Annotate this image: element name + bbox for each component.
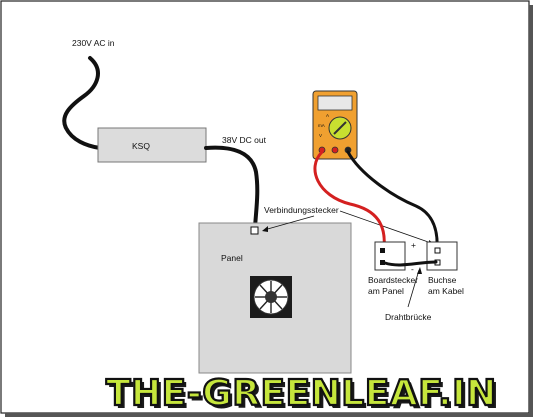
red-probe-wire	[313, 150, 386, 250]
watermark-logo: THE-GREENLEAF.IN	[106, 373, 497, 414]
dc-output-cable	[204, 145, 260, 230]
boardstecker-pin-bottom	[380, 260, 385, 265]
meter-v-label: V	[319, 133, 322, 138]
ac-input-cable	[62, 56, 102, 150]
watermark-logo-shadow: THE-GREENLEAF.IN	[109, 376, 500, 417]
pointer-to-plus	[339, 210, 435, 245]
frame-shadow-bottom	[5, 413, 533, 417]
buchse-label-line1: Buchse	[428, 275, 457, 285]
buchse-connector	[426, 241, 458, 271]
drahtbruecke-wire	[383, 260, 438, 267]
plus-label: +	[411, 240, 416, 250]
verbindungsstecker-arrowhead	[262, 226, 268, 232]
drahtbruecke-pointer	[407, 269, 420, 308]
panel-connector	[250, 226, 259, 235]
buchse-pin-top	[434, 247, 441, 254]
boardstecker-pin-top	[380, 248, 385, 253]
cooling-fan-icon	[250, 276, 292, 318]
verbindungsstecker-pointer	[263, 215, 315, 231]
drahtbruecke-arrowhead	[417, 267, 422, 274]
ac-in-label: 230V AC in	[72, 38, 115, 48]
meter-a-label: A	[326, 113, 329, 118]
meter-ma-label: mA	[318, 123, 325, 128]
minus-label: -	[411, 264, 414, 274]
buchse-label-line2: am Kabel	[428, 286, 464, 296]
panel-label: Panel	[221, 253, 243, 263]
boardstecker-label-line1: Boardstecker	[368, 275, 418, 285]
black-probe-wire	[346, 150, 439, 251]
ksq-label: KSQ	[132, 141, 150, 151]
verbindungsstecker-label: Verbindungsstecker	[264, 205, 339, 215]
frame-shadow-right	[529, 5, 533, 415]
dc-out-label: 38V DC out	[222, 135, 267, 145]
drahtbruecke-label: Drahtbrücke	[385, 312, 432, 322]
multimeter-icon	[312, 90, 358, 160]
ksq-driver-box	[97, 127, 207, 163]
boardstecker-label-line2: am Panel	[368, 286, 404, 296]
